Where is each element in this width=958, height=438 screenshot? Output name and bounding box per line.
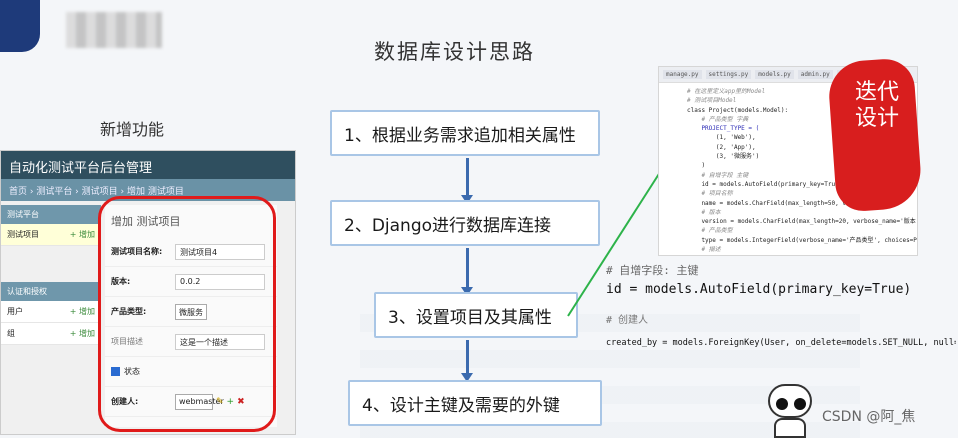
editor-tab[interactable]: manage.py bbox=[663, 70, 702, 79]
down-arrow-icon bbox=[466, 340, 469, 374]
step-4: 4、设计主键及需要的外键 bbox=[348, 380, 602, 426]
code-excerpt: # 自增字段: 主键 id = models.AutoField(primary… bbox=[606, 262, 956, 348]
robot-eye bbox=[794, 398, 806, 410]
code-line: # 描述 bbox=[687, 245, 917, 254]
robot-body bbox=[774, 418, 806, 438]
code-line: # 产品类型 bbox=[687, 226, 917, 235]
sidebar-item-groups[interactable]: 组 + 增加 bbox=[1, 323, 101, 345]
code-main-line: id = models.AutoField(primary_key=True) bbox=[606, 282, 956, 297]
editor-tab[interactable]: admin.py bbox=[798, 70, 833, 79]
sidebar-item-label: 测试项目 bbox=[7, 229, 39, 240]
down-arrow-icon bbox=[466, 158, 469, 196]
admin-sidebar: 测试平台 测试项目 + 增加 认证和授权 用户 + 增加 组 + 增加 bbox=[1, 201, 101, 345]
highlight-ring bbox=[98, 196, 276, 432]
robot-eye bbox=[776, 398, 788, 410]
slide-title: 数据库设计思路 bbox=[374, 36, 535, 66]
editor-tab[interactable]: models.py bbox=[755, 70, 794, 79]
code-fk-line: created_by = models.ForeignKey(User, on_… bbox=[606, 336, 956, 348]
csdn-watermark: CSDN @阿_焦 bbox=[822, 406, 915, 426]
sidebar-group-title: 认证和授权 bbox=[1, 282, 101, 301]
code-comment: # 自增字段: 主键 bbox=[606, 262, 956, 278]
blurred-logo bbox=[66, 12, 162, 48]
step-1: 1、根据业务需求追加相关属性 bbox=[330, 110, 600, 156]
sidebar-item-test-project[interactable]: 测试项目 + 增加 bbox=[1, 224, 101, 246]
code-sub-comment: # 创建人 bbox=[606, 311, 956, 326]
editor-tab[interactable]: settings.py bbox=[706, 70, 752, 79]
sidebar-item-label: 用户 bbox=[7, 306, 23, 317]
code-line: type = models.IntegerField(verbose_name=… bbox=[687, 236, 917, 245]
step-3: 3、设置项目及其属性 bbox=[374, 292, 578, 338]
admin-header: 自动化测试平台后台管理 bbox=[1, 151, 295, 179]
robot-head bbox=[768, 384, 812, 418]
code-line: version = models.CharField(max_length=20… bbox=[687, 217, 917, 226]
sidebar-group-title: 测试平台 bbox=[1, 205, 101, 224]
add-link[interactable]: + 增加 bbox=[70, 229, 95, 240]
step-2: 2、Django进行数据库连接 bbox=[330, 200, 600, 246]
add-link[interactable]: + 增加 bbox=[70, 306, 95, 317]
sidebar-group-auth: 认证和授权 用户 + 增加 组 + 增加 bbox=[1, 282, 101, 345]
sidebar-group-platform: 测试平台 测试项目 + 增加 bbox=[1, 205, 101, 246]
stamp-text: 迭代设计 bbox=[846, 80, 908, 132]
robot-mascot-icon bbox=[762, 382, 818, 438]
sidebar-item-users[interactable]: 用户 + 增加 bbox=[1, 301, 101, 323]
down-arrow-icon bbox=[466, 248, 469, 288]
section-label: 新增功能 bbox=[100, 116, 164, 140]
corner-decoration bbox=[0, 0, 40, 52]
add-link[interactable]: + 增加 bbox=[70, 328, 95, 339]
sidebar-item-label: 组 bbox=[7, 328, 15, 339]
